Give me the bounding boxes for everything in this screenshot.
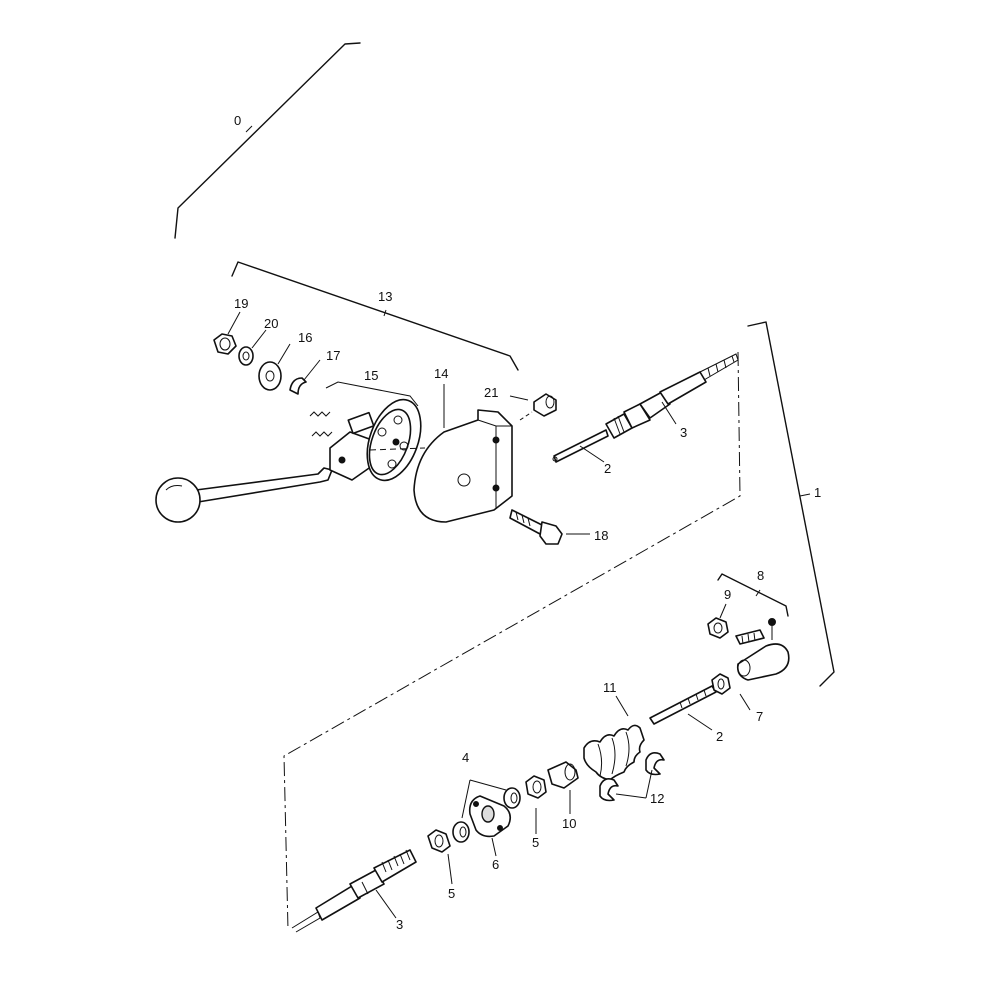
callout-3-lower: 3 [396, 917, 403, 932]
part-11-bellows [583, 724, 645, 781]
part-5-lower-nut [427, 829, 451, 853]
callout-0: 0 [234, 113, 241, 128]
callout-15: 15 [364, 368, 378, 383]
callout-1: 1 [814, 485, 821, 500]
callout-3-upper: 3 [680, 425, 687, 440]
callout-labels: 0 13 19 20 16 17 15 14 21 3 2 1 18 8 9 1… [234, 113, 821, 932]
callout-13: 13 [378, 289, 392, 304]
part-3-lower-sleeve [291, 849, 417, 933]
callout-4: 4 [462, 750, 469, 765]
callout-20: 20 [264, 316, 278, 331]
part-12-clips [599, 752, 665, 802]
ball-joint [735, 618, 790, 681]
detent-springs [309, 411, 333, 437]
part-4-lower-washer [452, 821, 470, 843]
part-3-upper-sleeve [605, 353, 739, 439]
bracket-8 [717, 573, 789, 617]
part-2-upper-rod [552, 429, 609, 463]
part-7-nut [711, 673, 731, 695]
part-14-housing [413, 409, 513, 523]
part-2-lower-rod [649, 685, 717, 725]
callout-6: 6 [492, 857, 499, 872]
part-16-washer [258, 361, 282, 391]
callout-5-upper: 5 [532, 835, 539, 850]
part-10-bushing [547, 761, 579, 789]
part-6-mounting-plate [468, 795, 512, 838]
callout-16: 16 [298, 330, 312, 345]
part-17-spring-washer [289, 377, 307, 395]
part-4-upper-washer [503, 787, 521, 809]
hand-lever [155, 467, 333, 523]
callout-10: 10 [562, 816, 576, 831]
callout-18: 18 [594, 528, 608, 543]
callout-2-lower: 2 [716, 729, 723, 744]
bracket-13 [231, 261, 519, 371]
callout-7: 7 [756, 709, 763, 724]
cable-assembly-outline [283, 351, 741, 931]
part-18-bolt [509, 509, 563, 545]
callout-5-lower: 5 [448, 886, 455, 901]
callout-2-upper: 2 [604, 461, 611, 476]
callout-14: 14 [434, 366, 448, 381]
callout-8: 8 [757, 568, 764, 583]
part-20-washer [238, 346, 254, 366]
callout-21: 21 [484, 385, 498, 400]
part-21-plug [509, 393, 557, 421]
callout-9: 9 [724, 587, 731, 602]
leader-lines [227, 311, 751, 919]
callout-19: 19 [234, 296, 248, 311]
part-5-upper-nut [525, 775, 547, 799]
part-19-nut [213, 333, 237, 355]
part-15-lever-hub [329, 398, 426, 482]
bracket-0 [174, 42, 361, 239]
bracket-1 [747, 321, 835, 687]
callout-12: 12 [650, 791, 664, 806]
callout-11: 11 [603, 680, 617, 695]
part-9-nut [707, 617, 729, 639]
callout-17: 17 [326, 348, 340, 363]
